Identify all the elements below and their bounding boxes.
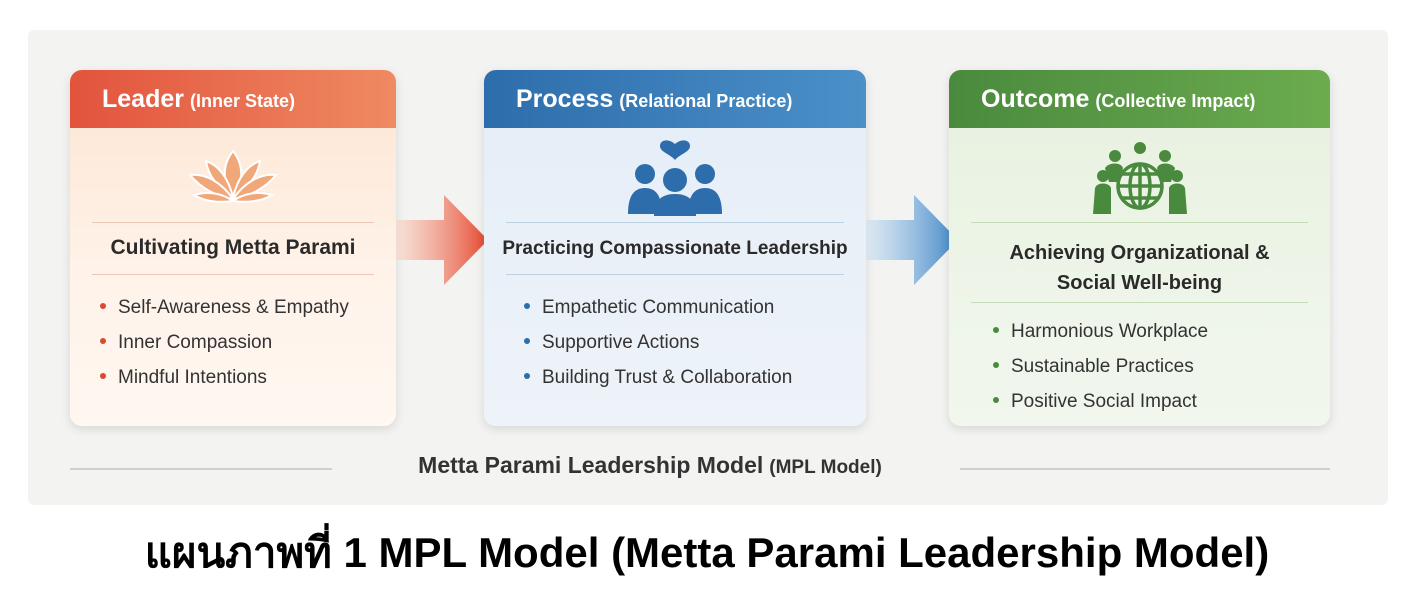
leader-heading: Cultivating Metta Parami — [110, 236, 356, 259]
process-bullet-list: Empathetic Communication Supportive Acti… — [524, 290, 792, 395]
outcome-title: Outcome — [981, 85, 1090, 113]
model-label: Metta Parami Leadership Model(MPL Model) — [330, 452, 970, 479]
list-item: Sustainable Practices — [993, 349, 1208, 384]
process-divider-bottom — [506, 274, 844, 275]
list-item: Inner Compassion — [100, 325, 349, 360]
list-item: Self-Awareness & Empathy — [100, 290, 349, 325]
process-card-header: Process(Relational Practice) — [484, 70, 866, 128]
outcome-heading-line-1: Achieving Organizational & — [1009, 242, 1270, 264]
footer-divider-right — [960, 468, 1330, 470]
process-divider-top — [506, 222, 844, 223]
model-name: Metta Parami Leadership Model — [418, 452, 764, 478]
figure-caption: แผนภาพที่ 1 MPL Model (Metta Parami Lead… — [144, 529, 1270, 576]
list-item: Mindful Intentions — [100, 360, 349, 395]
list-item: Empathetic Communication — [524, 290, 792, 325]
process-card: Process(Relational Practice) Practicing … — [484, 70, 866, 426]
outcome-heading-line-2: Social Well-being — [1056, 272, 1223, 294]
outcome-heading: Achieving Organizational & Social Well-b… — [949, 238, 1330, 298]
arrow-leader-to-process — [396, 195, 488, 285]
leader-title: Leader — [102, 85, 184, 113]
leader-divider-top — [92, 222, 374, 223]
globe-people-icon — [949, 138, 1330, 218]
process-title: Process — [516, 85, 614, 113]
outcome-bullet-list: Harmonious Workplace Sustainable Practic… — [993, 314, 1208, 419]
model-abbrev: (MPL Model) — [769, 457, 882, 478]
list-item: Supportive Actions — [524, 325, 792, 360]
outcome-subtitle: (Collective Impact) — [1095, 91, 1256, 111]
people-heart-icon — [484, 138, 866, 218]
leader-card: Leader(Inner State) Cultivating Metta Pa… — [70, 70, 396, 426]
outcome-divider-top — [971, 222, 1308, 223]
process-heading: Practicing Compassionate Leadership — [502, 238, 848, 259]
leader-divider-bottom — [92, 274, 374, 275]
process-subtitle: (Relational Practice) — [619, 91, 793, 111]
list-item: Harmonious Workplace — [993, 314, 1208, 349]
lotus-icon — [70, 138, 396, 218]
outcome-card-header: Outcome(Collective Impact) — [949, 70, 1330, 128]
list-item: Building Trust & Collaboration — [524, 360, 792, 395]
outcome-card: Outcome(Collective Impact) — [949, 70, 1330, 426]
leader-bullet-list: Self-Awareness & Empathy Inner Compassio… — [100, 290, 349, 395]
list-item: Positive Social Impact — [993, 384, 1208, 419]
leader-subtitle: (Inner State) — [189, 91, 295, 111]
leader-card-header: Leader(Inner State) — [70, 70, 396, 128]
arrow-process-to-outcome — [866, 195, 958, 285]
outcome-divider-bottom — [971, 302, 1308, 303]
footer-divider-left — [70, 468, 332, 470]
